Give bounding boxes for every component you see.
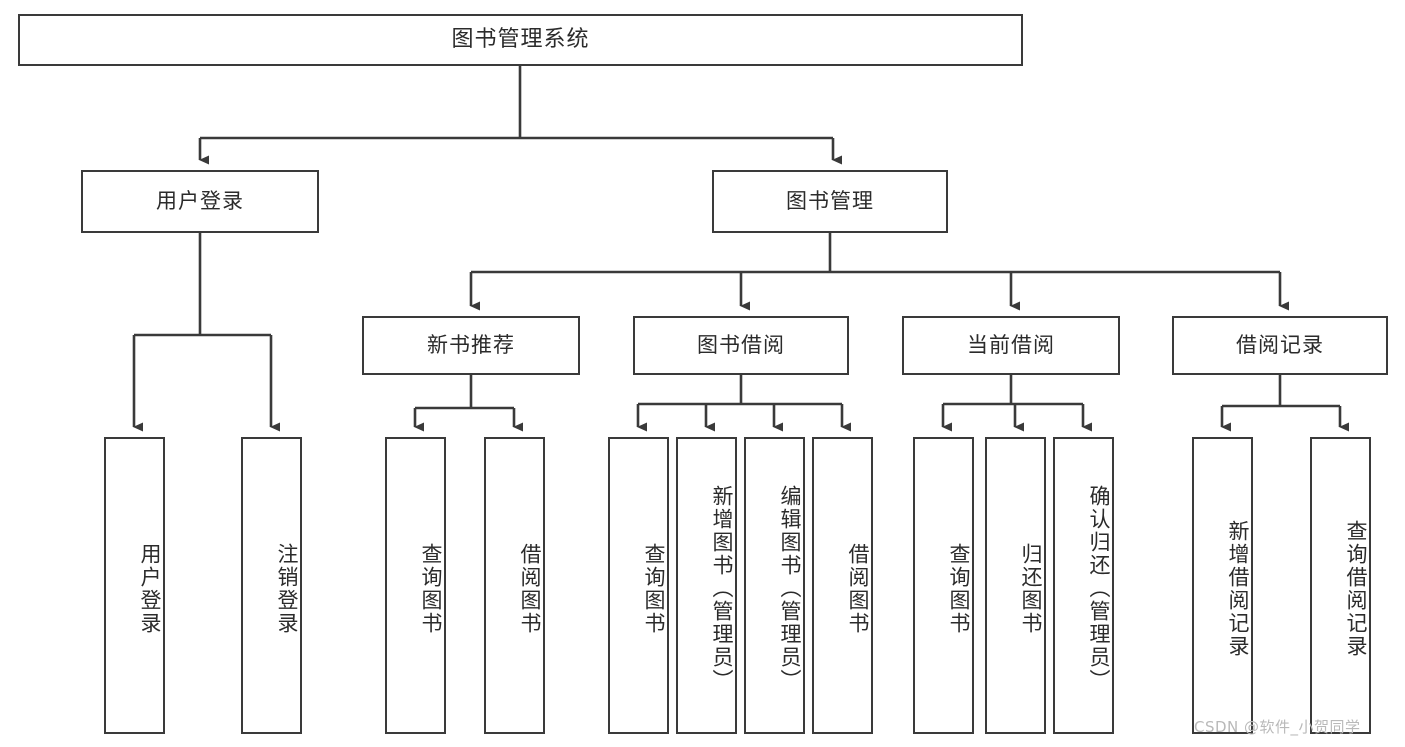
node-user-login[interactable]: 用户登录 [81, 170, 319, 233]
node-label: 查询图书 [947, 542, 971, 635]
leaf-borrow-query-book[interactable]: 查询图书 [608, 437, 669, 734]
node-label: 当前借阅 [967, 332, 1055, 357]
node-label: 图书管理 [786, 188, 874, 213]
node-book-borrow[interactable]: 图书借阅 [633, 316, 849, 375]
node-label: 图书借阅 [697, 332, 785, 357]
node-label: 用户登录 [138, 542, 162, 635]
leaf-current-query-book[interactable]: 查询图书 [913, 437, 974, 734]
leaf-record-add-record[interactable]: 新增借阅记录 [1192, 437, 1253, 734]
leaf-newbook-query-book[interactable]: 查询图书 [385, 437, 446, 734]
node-new-book-recommend[interactable]: 新书推荐 [362, 316, 580, 375]
node-current-borrow[interactable]: 当前借阅 [902, 316, 1120, 375]
node-label: 借阅图书 [846, 542, 870, 635]
node-borrow-record[interactable]: 借阅记录 [1172, 316, 1388, 375]
node-label: 确认归还（管理员） [1087, 485, 1111, 692]
csdn-watermark: CSDN @软件_小贺同学 [1194, 718, 1361, 736]
leaf-current-return-book[interactable]: 归还图书 [985, 437, 1046, 734]
leaf-borrow-edit-book-admin[interactable]: 编辑图书（管理员） [744, 437, 805, 734]
leaf-logout[interactable]: 注销登录 [241, 437, 302, 734]
node-label: 新增借阅记录 [1226, 519, 1250, 658]
leaf-user-login[interactable]: 用户登录 [104, 437, 165, 734]
node-label: 归还图书 [1019, 542, 1043, 635]
node-label: 借阅图书 [518, 542, 542, 635]
node-label: 查询图书 [419, 542, 443, 635]
leaf-borrow-add-book-admin[interactable]: 新增图书（管理员） [676, 437, 737, 734]
leaf-current-confirm-return-admin[interactable]: 确认归还（管理员） [1053, 437, 1114, 734]
node-label: 编辑图书（管理员） [778, 485, 802, 692]
leaf-newbook-borrow-book[interactable]: 借阅图书 [484, 437, 545, 734]
node-label: 新书推荐 [427, 332, 515, 357]
node-label: 借阅记录 [1236, 332, 1324, 357]
node-book-management[interactable]: 图书管理 [712, 170, 948, 233]
node-root-system[interactable]: 图书管理系统 [18, 14, 1023, 66]
node-label: 图书管理系统 [451, 26, 590, 52]
node-label: 查询图书 [642, 542, 666, 635]
node-label: 查询借阅记录 [1344, 519, 1368, 658]
leaf-record-query-record[interactable]: 查询借阅记录 [1310, 437, 1371, 734]
leaf-borrow-borrow-book[interactable]: 借阅图书 [812, 437, 873, 734]
node-label: 新增图书（管理员） [710, 485, 734, 692]
node-label: 用户登录 [156, 188, 244, 213]
node-label: 注销登录 [275, 542, 299, 635]
